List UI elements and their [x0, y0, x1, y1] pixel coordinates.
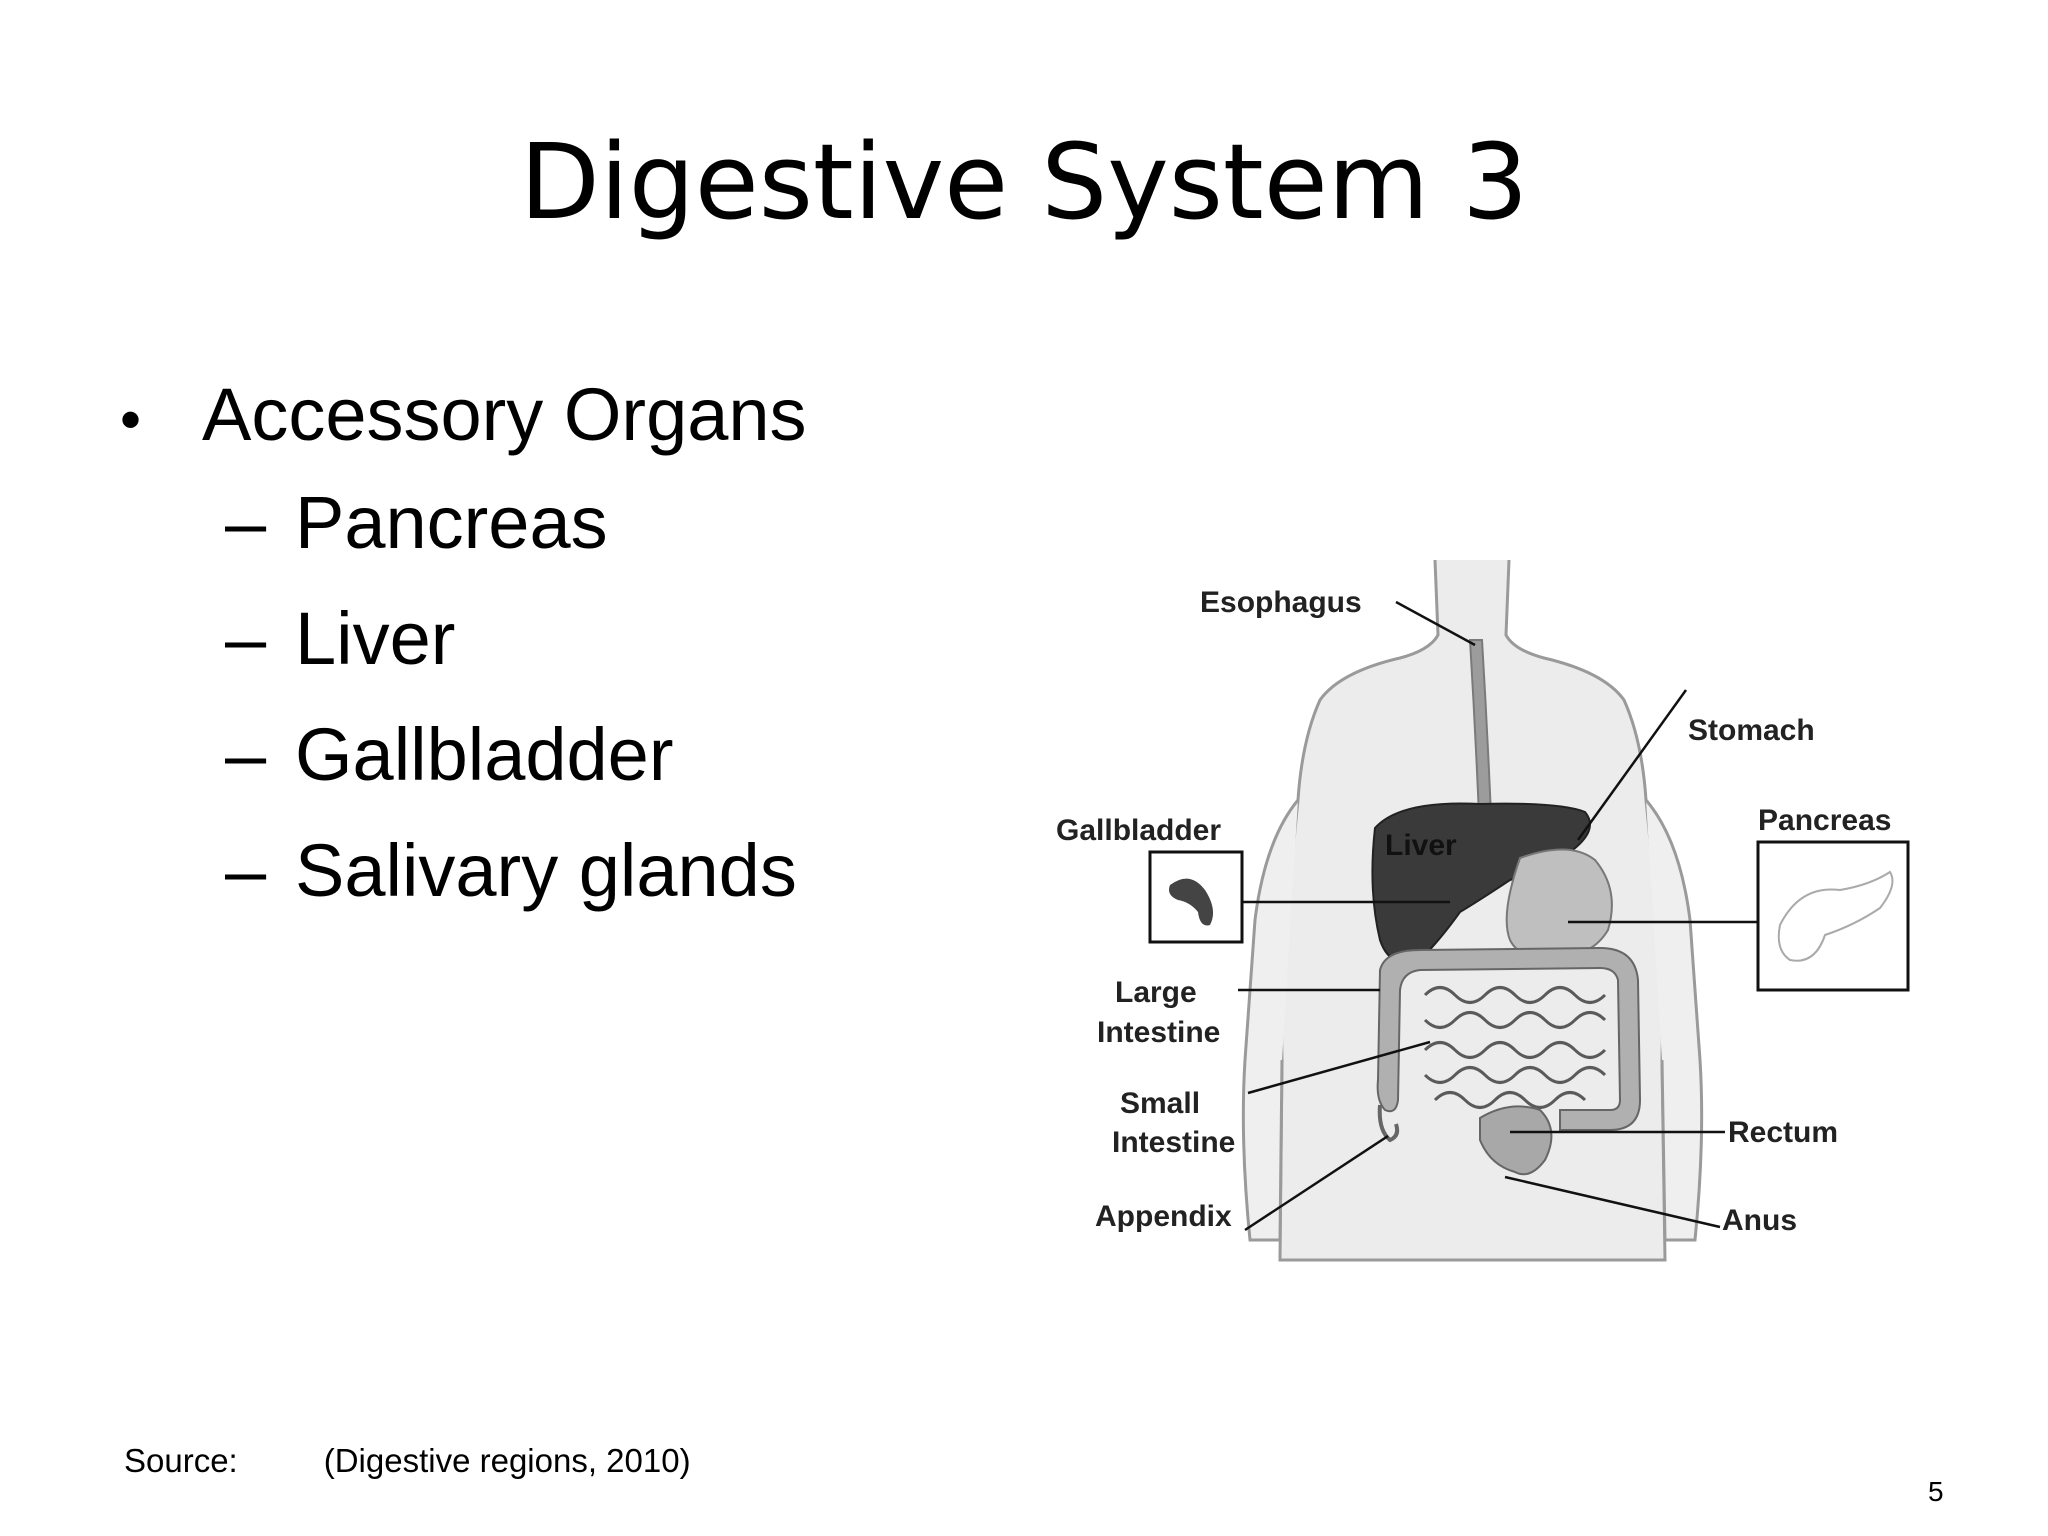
sub-bullet-text: Liver [295, 597, 456, 680]
sub-bullet-text: Gallbladder [295, 713, 674, 796]
sub-bullet-item: – Pancreas [225, 486, 807, 602]
sub-bullet-text: Pancreas [295, 481, 608, 564]
digestive-system-diagram: Esophagus Stomach Pancreas Gallbladder L… [1056, 559, 1910, 1262]
label-small-intestine-line1: Small [1120, 1087, 1200, 1120]
dash-icon: – [225, 829, 267, 912]
bullet-text: Accessory Organs [202, 373, 807, 456]
source-label: Source: [124, 1442, 238, 1479]
slide-number: 5 [1928, 1476, 1944, 1507]
label-rectum: Rectum [1728, 1116, 1838, 1149]
bullet-item: • Accessory Organs [120, 378, 807, 452]
label-large-intestine-line2: Intestine [1097, 1016, 1220, 1049]
sub-bullet-list: – Pancreas – Liver – Gallbladder – Saliv… [120, 486, 807, 950]
bullet-dot-icon: • [120, 386, 142, 453]
appendix-shape [1377, 1104, 1400, 1143]
label-anus: Anus [1722, 1204, 1797, 1237]
source-text: (Digestive regions, 2010) [323, 1442, 691, 1479]
sub-bullet-text: Salivary glands [295, 829, 797, 912]
label-appendix: Appendix [1095, 1200, 1232, 1233]
slide-title: Digestive System 3 [519, 121, 1529, 243]
dash-icon: – [225, 713, 267, 796]
large-intestine-shape [1376, 946, 1642, 1131]
sub-bullet-item: – Gallbladder [225, 718, 807, 834]
gallbladder-illustration [1169, 878, 1214, 926]
label-stomach: Stomach [1688, 714, 1815, 747]
sub-bullet-item: – Salivary glands [225, 834, 807, 950]
pancreas-inset [1756, 840, 1910, 992]
dash-icon: – [225, 597, 267, 680]
label-liver: Liver [1385, 829, 1457, 862]
label-small-intestine-line2: Intestine [1112, 1126, 1235, 1159]
left-arm [1241, 799, 1300, 1242]
label-gallbladder: Gallbladder [1056, 814, 1221, 847]
dash-icon: – [225, 481, 267, 564]
bullet-list: • Accessory Organs – Pancreas – Liver – … [120, 378, 807, 950]
leader-lines [1238, 600, 1758, 1232]
stomach-shape [1505, 848, 1613, 957]
sub-bullet-item: – Liver [225, 602, 807, 718]
body-outline [1278, 559, 1667, 1262]
source-citation: Source: (Digestive regions, 2010) [124, 1442, 691, 1480]
label-large-intestine-line1: Large [1115, 976, 1197, 1009]
label-esophagus: Esophagus [1200, 586, 1362, 619]
label-pancreas: Pancreas [1758, 804, 1891, 837]
small-intestine-shape [1423, 986, 1607, 1109]
pancreas-illustration [1777, 870, 1894, 962]
right-arm [1644, 799, 1704, 1242]
rectum-shape [1479, 1105, 1553, 1176]
